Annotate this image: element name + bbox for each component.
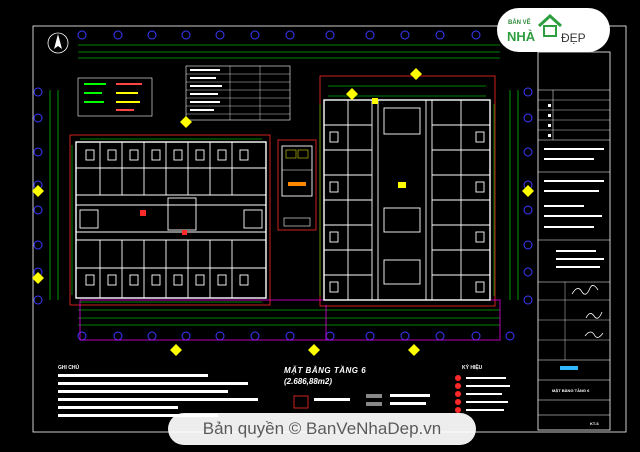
top-dimension-lines (49, 44, 519, 326)
logo-top-text: BẢN VẼ (508, 20, 531, 26)
signature-1 (571, 285, 599, 295)
floor-plan-block-a (71, 138, 267, 303)
north-arrow-icon (47, 32, 69, 54)
title-block (537, 51, 611, 431)
legend-heading: KÝ HIỆU (462, 365, 483, 371)
axis-bubbles-side (33, 87, 533, 305)
floor-plan-block-b (319, 85, 495, 301)
drawing-area: (2.686,88m2) (284, 377, 333, 386)
axis-bubbles-top (77, 30, 515, 40)
legend-symbols (293, 375, 510, 413)
section-markers (32, 68, 534, 356)
floor-plan-core (281, 145, 313, 227)
watermark-banner: Bản quyền © BanVeNhaDep.vn (168, 413, 476, 445)
area-table (185, 65, 291, 121)
drawing-title: MẶT BẰNG TẦNG 6 (284, 366, 367, 375)
brand-logo[interactable]: BẢN VẼ NHÀ ĐẸP (497, 8, 610, 52)
title-block-sheet-number: KT-6 (590, 421, 599, 426)
notes-heading: GHI CHÚ (58, 365, 80, 371)
legend-box (77, 77, 153, 117)
logo-brand-left: NHÀ (507, 29, 536, 44)
watermark-text: Bản quyền © BanVeNhaDep.vn (202, 419, 442, 438)
signature-2 (585, 311, 603, 319)
notes-text-lines (58, 374, 258, 417)
title-block-sheet-name: MẶT BẰNG TẦNG 6 (552, 388, 590, 393)
house-logo-icon (537, 14, 563, 37)
title-block-accent (560, 366, 578, 370)
logo-brand-right: ĐẸP (561, 31, 586, 45)
magenta-outline (79, 299, 501, 341)
signature-3 (584, 331, 604, 338)
